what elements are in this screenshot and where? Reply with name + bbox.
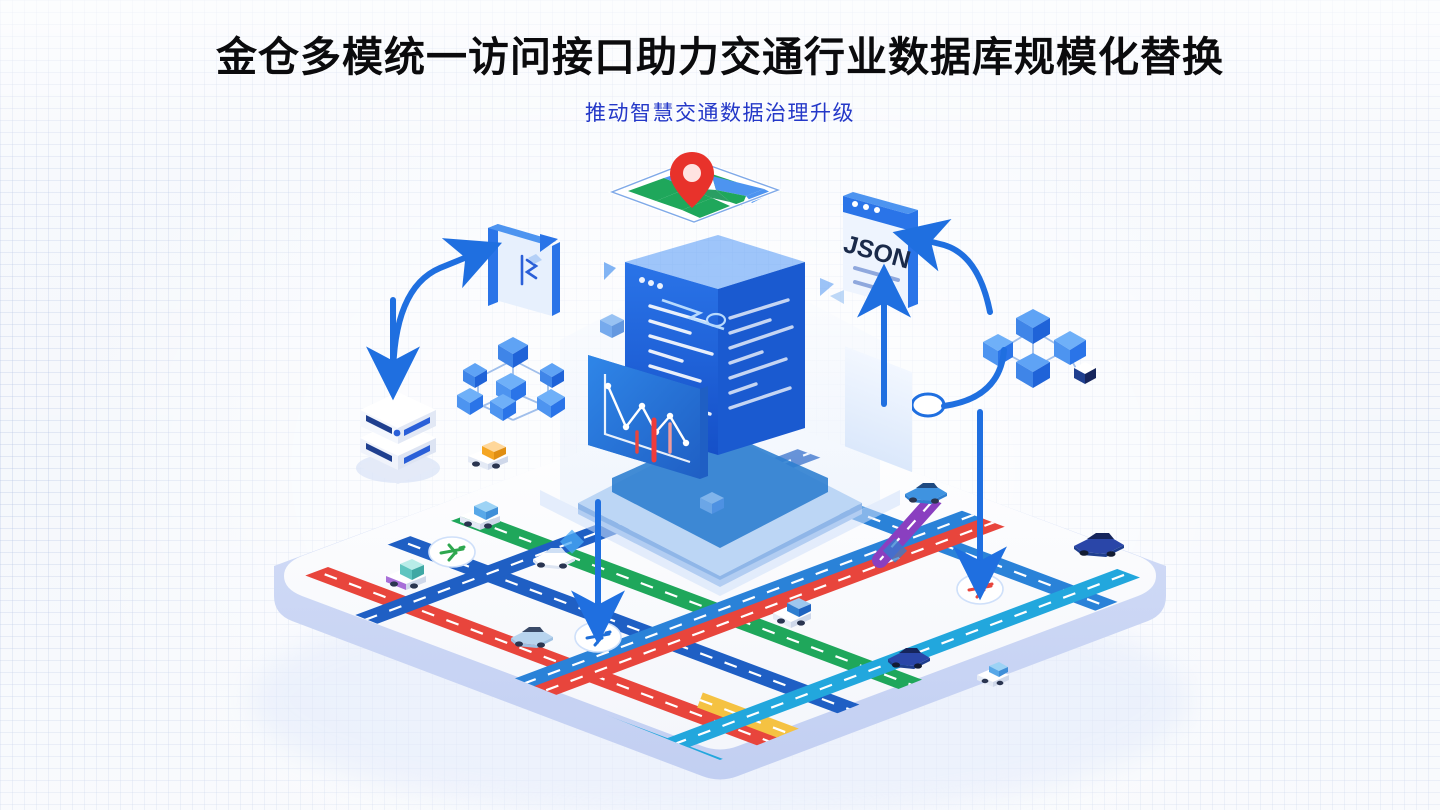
xml-doc-spine [488,224,498,306]
graph-node-cluster-right [983,309,1096,388]
graph-links-right [999,329,1079,373]
xml-doc-top [488,224,556,245]
chart-bars [635,417,672,463]
box-truck-blue [460,501,500,530]
xml-doc-glyph-accent [528,254,542,264]
xml-doc-corner [540,234,558,252]
spark-right2 [830,290,844,304]
console-dot-1 [639,277,645,283]
spark-right [820,278,834,296]
chart-line [606,385,688,444]
box-truck-orange [468,441,508,470]
json-doc-dot-1 [852,201,858,207]
vehicles [386,441,1124,687]
central-dashboard-assembly: GIS [540,235,900,596]
xml-doc-face [495,230,552,316]
json-doc-titlebar [843,196,908,230]
page-subtitle: 推动智慧交通数据治理升级 [585,102,855,126]
server-led-2b [404,445,430,464]
arrow-from-json-document [892,219,993,315]
xml-doc-side [552,242,560,316]
spark-left [604,262,616,280]
van-white-blue [773,598,811,628]
xml-document-card [488,224,560,316]
server-led-1a [366,415,392,434]
flow-arrows [366,219,1007,645]
console-code-lines-right [728,298,794,410]
map-card-outline [610,159,781,223]
deco-cubes [600,262,844,514]
car-dark-navy [888,648,930,669]
database-server-stack [356,392,440,484]
json-doc-dot-3 [874,207,880,213]
airport-marker-green [428,536,476,568]
server-indicator [393,429,401,437]
box-truck-small-right [977,662,1009,687]
car-white [533,548,575,569]
road-circle-node [910,392,946,418]
server-led-1b [404,417,430,436]
location-pin-icon [670,152,714,208]
header: 金仓多模统一访问接口助力交通行业数据库规模化替换 推动智慧交通数据治理升级 [0,34,1440,127]
graph-cubes-left [457,337,565,421]
json-doc-dot-2 [863,204,869,210]
map-pin-card [607,152,784,224]
box-truck-teal [386,559,426,590]
page-title: 金仓多模统一访问接口助力交通行业数据库规模化替换 [216,34,1224,80]
graph-cubes-right [983,309,1096,388]
car-light-blue [511,627,553,648]
graph-node-cluster-left [457,337,565,421]
console-dot-3 [657,283,663,289]
server-led-2a [366,443,392,462]
airport-marker-blue [574,621,622,653]
xml-doc-glyph [520,254,539,286]
road-yellow-a [697,692,1123,760]
chart-axes [603,374,691,464]
console-dot-2 [648,280,654,286]
airport-marker-red [956,573,1004,605]
chart-panel [588,355,708,479]
car-blue [905,483,947,504]
arrow-node-to-cluster [941,347,1007,409]
car-navy [1074,533,1124,557]
arrow-to-xml-document [390,238,503,383]
json-doc-top [843,192,918,214]
console-sql-glyph [661,298,727,331]
road-cyan-b [637,512,1160,760]
